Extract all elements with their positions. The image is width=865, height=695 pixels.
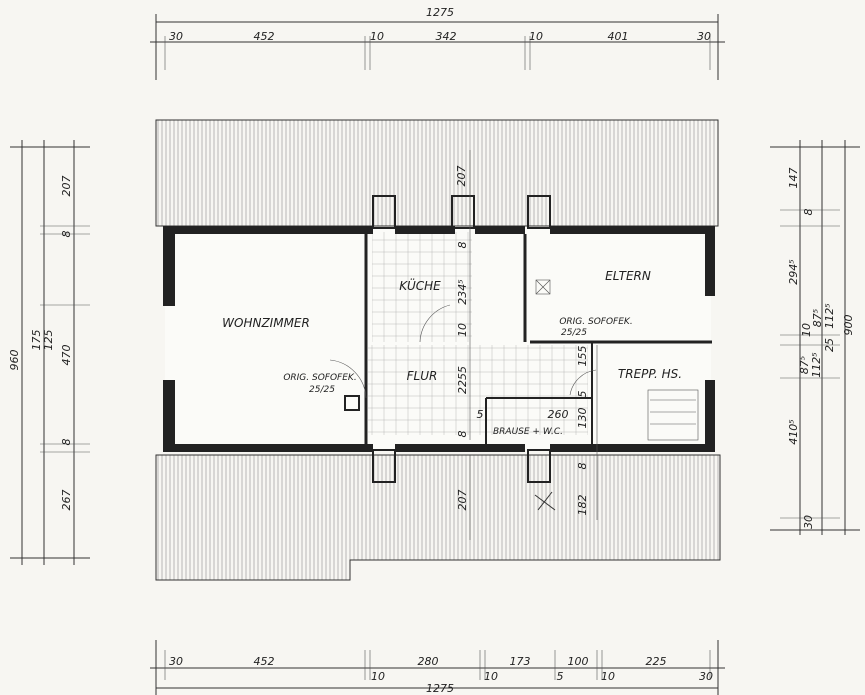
dim-lines-top — [150, 14, 725, 80]
dim-lines-right — [770, 140, 860, 535]
dim-bottom-2: 10 — [371, 670, 385, 683]
dim-right-3: 10 — [800, 323, 813, 337]
dim-bottom-4: 10 — [484, 670, 498, 683]
dim-top-5: 401 — [608, 30, 629, 43]
door-arc-trepp — [569, 369, 597, 396]
room-wohnzimmer: WOHNZIMMER — [222, 316, 310, 330]
dim-right-5: 112⁵ — [823, 303, 836, 328]
dim-bottom-10: 30 — [699, 670, 713, 683]
dim-right-9: 410⁵ — [787, 419, 800, 444]
dim-right-6: 25 — [823, 338, 836, 352]
dim-right-2: 294⁵ — [787, 259, 800, 284]
dim-bottom-9: 225 — [646, 655, 667, 668]
tile-kueche — [372, 232, 472, 342]
dim-right-7: 87⁵ — [798, 356, 811, 374]
dim-bottom-8: 10 — [601, 670, 615, 683]
inner-dim-8a: 8 — [456, 242, 469, 249]
inner-dim-10a: 10 — [456, 323, 469, 337]
dim-lines-left — [10, 140, 90, 565]
dim-bottom-0: 30 — [169, 655, 183, 668]
dim-bottom-total: 1275 — [426, 682, 454, 695]
dim-left-4: 470 — [60, 345, 73, 366]
dim-top-2: 10 — [370, 30, 384, 43]
dim-right-4: 87⁵ — [811, 309, 824, 327]
inner-dim-182: 182 — [576, 495, 589, 516]
dim-left-3: 125 — [42, 330, 55, 351]
inner-dim-8b: 8 — [456, 431, 469, 438]
inner-dim-155: 155 — [576, 346, 589, 367]
note-sofort-left-2: 25/25 — [309, 385, 335, 395]
inner-dim-260: 260 — [548, 408, 569, 421]
stair-landing — [647, 389, 699, 441]
inner-dim-130: 130 — [576, 408, 589, 429]
room-trepp: TREPP. HS. — [618, 367, 682, 381]
dim-left-2: 175 — [30, 330, 43, 351]
dim-top-3: 342 — [436, 30, 457, 43]
inner-dim-8c: 8 — [576, 463, 589, 470]
dim-bottom-6: 5 — [557, 670, 564, 683]
room-brause: BRAUSE + W.C. — [493, 427, 563, 437]
inner-dim-2255: 2255 — [456, 366, 469, 394]
dim-right-8: 112⁵ — [810, 352, 823, 377]
door-arc-kueche — [419, 304, 451, 343]
dim-left-1: 8 — [60, 231, 73, 238]
note-sofort-right-1: ORIG. SOFOFEK. — [559, 317, 632, 327]
dim-bottom-7: 100 — [568, 655, 589, 668]
inner-dim-207-bot: 207 — [456, 490, 469, 511]
room-eltern: ELTERN — [605, 269, 651, 283]
room-kueche: KÜCHE — [399, 277, 441, 293]
dim-left-0: 207 — [60, 176, 73, 197]
tile-flur — [368, 345, 588, 435]
walls — [163, 195, 715, 483]
dim-top-6: 30 — [697, 30, 711, 43]
dim-right-total: 900 — [842, 315, 855, 336]
inner-dim-5b: 5 — [576, 391, 589, 398]
dim-top-4: 10 — [529, 30, 543, 43]
vent-box — [535, 279, 551, 295]
door-arc-wohnzimmer — [329, 359, 367, 399]
inner-dim-5a: 5 — [477, 408, 484, 421]
dim-right-1: 8 — [802, 209, 815, 216]
roof-top — [155, 119, 719, 227]
dim-top-0: 30 — [169, 30, 183, 43]
inner-dim-207-top: 207 — [455, 166, 468, 187]
dim-left-total: 960 — [8, 350, 21, 371]
inner-dim-234: 234⁵ — [456, 279, 469, 304]
dim-left-6: 267 — [60, 490, 73, 511]
dim-lines-bottom — [150, 640, 725, 695]
cross-mark — [534, 494, 556, 511]
dim-top-1: 452 — [254, 30, 275, 43]
dim-bottom-1: 452 — [254, 655, 275, 668]
room-flur: FLUR — [407, 369, 438, 383]
note-sofort-left-1: ORIG. SOFOFEK. — [283, 373, 356, 383]
dim-right-0: 147 — [787, 168, 800, 189]
roof-bottom — [155, 454, 721, 581]
dim-top-total: 1275 — [426, 6, 454, 19]
note-sofort-right-2: 25/25 — [561, 328, 587, 338]
dim-left-5: 8 — [60, 439, 73, 446]
dim-bottom-5: 173 — [510, 655, 531, 668]
dim-right-10: 30 — [802, 515, 815, 529]
dim-bottom-3: 280 — [418, 655, 439, 668]
